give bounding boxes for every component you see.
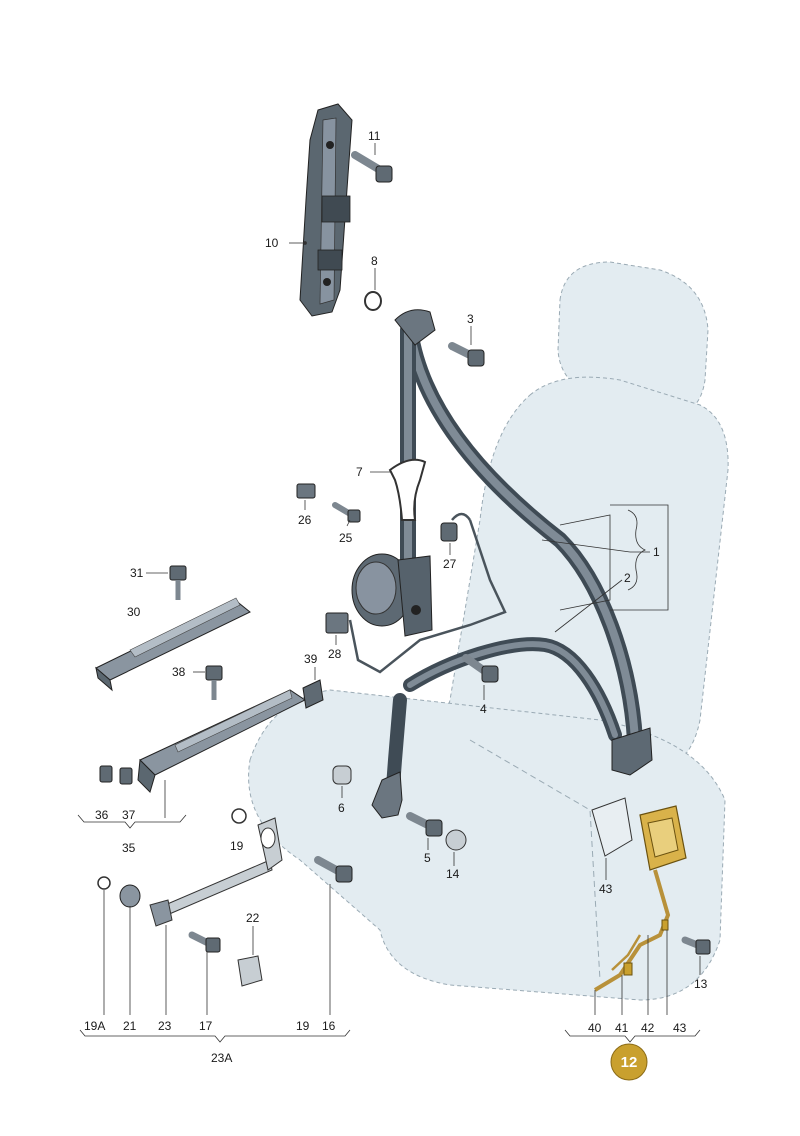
connector-26	[296, 483, 316, 499]
bolt-3	[448, 342, 485, 367]
seat-cushion	[248, 689, 726, 1001]
headrest	[557, 261, 709, 416]
bolt-5	[406, 812, 443, 837]
callout-19A: 19A	[84, 1019, 105, 1033]
screw-31	[169, 565, 187, 600]
callout-41: 41	[615, 1021, 629, 1035]
callout-43-lower: 43	[673, 1021, 687, 1035]
clip-39	[302, 679, 324, 709]
callout-1: 1	[653, 545, 660, 559]
sleeve-6	[332, 765, 352, 785]
seat-outline	[248, 261, 729, 1001]
callout-23A: 23A	[211, 1051, 232, 1065]
callout-6: 6	[338, 801, 345, 815]
belt-guide-7	[388, 458, 427, 521]
callout-43-upper: 43	[599, 882, 613, 896]
belt-retractor	[351, 553, 433, 637]
bolt-17	[188, 931, 221, 953]
belt-tongue	[611, 727, 653, 776]
cap-22	[237, 955, 263, 987]
callout-11: 11	[368, 129, 381, 143]
callout-36: 36	[95, 808, 109, 822]
callout-42: 42	[641, 1021, 655, 1035]
clip-19b	[231, 808, 247, 824]
callout-25: 25	[339, 531, 353, 545]
plug-27	[440, 522, 458, 542]
bolt-13	[681, 936, 711, 955]
callout-30: 30	[127, 605, 141, 619]
callout-14: 14	[446, 867, 460, 881]
seat-fold-line	[469, 739, 601, 981]
callout-26: 26	[298, 513, 312, 527]
d-ring-3	[394, 309, 436, 346]
callout-23: 23	[158, 1019, 172, 1033]
callout-5: 5	[424, 851, 431, 865]
cap-14	[445, 829, 467, 851]
callout-21: 21	[123, 1019, 137, 1033]
callout-7: 7	[356, 465, 363, 479]
callout-13: 13	[694, 977, 708, 991]
leader-lines	[103, 143, 701, 1015]
seat-belt-buckle	[593, 805, 687, 992]
callout-22: 22	[246, 911, 260, 925]
callout-8: 8	[371, 254, 378, 268]
screw-25	[332, 502, 361, 523]
callout-3: 3	[467, 312, 474, 326]
cover-plate-43	[591, 797, 633, 857]
callout-19-upper: 19	[230, 839, 244, 853]
group-braces	[77, 504, 701, 1043]
connector-28	[325, 612, 349, 634]
callout-10: 10	[265, 236, 279, 250]
retractor-cable-b	[451, 512, 472, 521]
height-adjuster	[299, 103, 353, 317]
bushing-21	[119, 884, 141, 908]
clip-36	[99, 765, 113, 783]
screw-38	[205, 665, 223, 700]
callout-4: 4	[480, 702, 487, 716]
callout-28: 28	[328, 647, 342, 661]
callout-27: 27	[443, 557, 457, 571]
part-number-badge: 12	[610, 1043, 648, 1081]
callout-16: 16	[322, 1019, 336, 1033]
callout-19-lower: 19	[296, 1019, 310, 1033]
trim-rail-30	[95, 597, 251, 692]
bolt-4	[462, 654, 499, 683]
callout-31: 31	[130, 566, 144, 580]
callout-35: 35	[122, 841, 136, 855]
cross-bar-23	[149, 817, 283, 927]
callout-2: 2	[624, 571, 631, 585]
callout-37: 37	[122, 808, 136, 822]
anchor-plate	[371, 771, 403, 819]
callout-38: 38	[172, 665, 186, 679]
callout-17: 17	[199, 1019, 213, 1033]
washer-8	[364, 291, 382, 311]
callout-40: 40	[588, 1021, 602, 1035]
retractor-cable	[348, 519, 507, 674]
bolt-16	[314, 856, 353, 883]
callout-39: 39	[304, 652, 318, 666]
bolt-11	[351, 151, 393, 183]
clip-37	[119, 767, 133, 785]
clip-19a	[97, 876, 111, 890]
badge-label: 12	[621, 1054, 638, 1071]
callout-labels: 11 10 8 3 7 26 25 27 1 2 31 30 28 39 38 …	[84, 129, 708, 1065]
